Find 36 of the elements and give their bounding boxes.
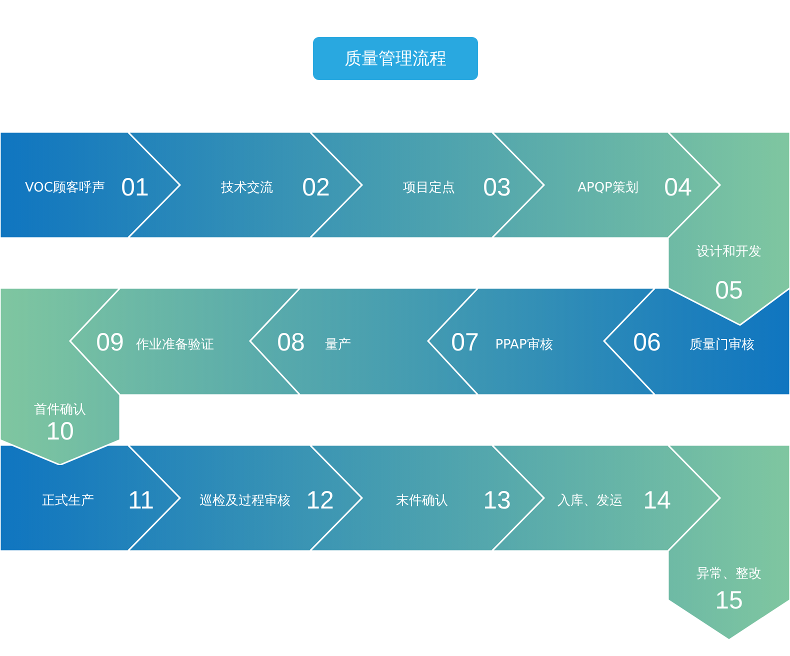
step-label: 首件确认 bbox=[34, 404, 86, 416]
step-label: 正式生产 bbox=[42, 494, 94, 508]
step-number: 06 bbox=[633, 330, 661, 356]
arrow-step-shape bbox=[0, 445, 180, 551]
step-label: 入库、发运 bbox=[558, 494, 622, 508]
step-number: 02 bbox=[302, 176, 330, 200]
step-number: 05 bbox=[715, 278, 743, 304]
step-label: APQP策划 bbox=[578, 182, 638, 194]
step-label: PPAP审核 bbox=[495, 338, 553, 352]
step-label: 质量门审核 bbox=[690, 338, 754, 352]
step-label: 异常、整改 bbox=[696, 568, 762, 580]
arrow-step-shape bbox=[250, 288, 478, 395]
step-label: 技术交流 bbox=[221, 182, 273, 194]
step-number: 15 bbox=[715, 588, 743, 614]
step-label: 作业准备验证 bbox=[136, 338, 214, 352]
step-number: 12 bbox=[306, 488, 334, 514]
step-number: 10 bbox=[46, 420, 74, 444]
arrow-step-shape bbox=[0, 132, 180, 238]
step-number: 03 bbox=[483, 176, 511, 200]
step-number: 01 bbox=[121, 176, 149, 200]
arrow-step-shape bbox=[128, 445, 362, 551]
step-number: 09 bbox=[96, 330, 124, 356]
step-label: 巡检及过程审核 bbox=[200, 494, 290, 508]
step-number: 11 bbox=[128, 488, 154, 514]
step-label: 末件确认 bbox=[396, 494, 448, 508]
step-number: 04 bbox=[664, 176, 692, 200]
step-number: 07 bbox=[451, 330, 479, 356]
step-label: 项目定点 bbox=[403, 182, 455, 194]
step-number: 14 bbox=[643, 488, 671, 514]
step-label: 量产 bbox=[325, 338, 351, 352]
step-number: 08 bbox=[277, 330, 305, 356]
step-number: 13 bbox=[483, 488, 511, 514]
step-label: 设计和开发 bbox=[696, 246, 762, 258]
step-label: VOC顾客呼声 bbox=[25, 182, 105, 194]
arrow-step-shape bbox=[310, 445, 544, 551]
title-badge: 质量管理流程 bbox=[313, 37, 478, 80]
